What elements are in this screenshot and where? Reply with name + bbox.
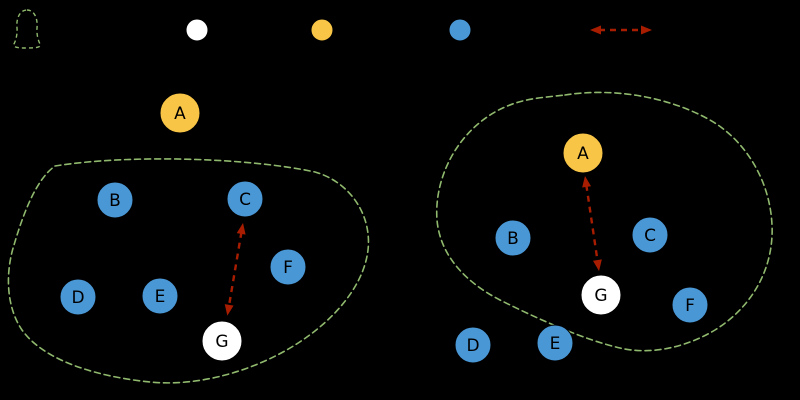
node-A: A — [159, 92, 201, 134]
arrowhead-icon — [592, 259, 602, 271]
node-F: F — [671, 286, 709, 324]
node-label: F — [685, 296, 695, 316]
node-label: E — [155, 287, 166, 307]
node-D: D — [59, 278, 97, 316]
node-label: B — [109, 191, 121, 211]
arrowhead-icon — [582, 176, 592, 188]
node-circle — [494, 219, 532, 257]
node-G: G — [201, 320, 243, 362]
node-label: F — [283, 258, 293, 278]
left-diagram: A B C D E F G — [7, 92, 370, 384]
arrow-line — [585, 184, 599, 263]
arrowhead-icon — [641, 25, 652, 35]
node-circle — [562, 132, 604, 174]
node-circle — [59, 278, 97, 316]
legend-cluster-blob-icon — [13, 9, 41, 49]
legend-distance-arrow-icon — [590, 25, 652, 35]
node-label: E — [550, 334, 561, 354]
node-label: A — [577, 144, 589, 164]
node-C: C — [631, 216, 669, 254]
node-label: G — [594, 286, 607, 306]
node-label: B — [507, 229, 519, 249]
node-A: A — [562, 132, 604, 174]
node-label: D — [71, 288, 84, 308]
right-distance-arrow — [582, 176, 602, 271]
left-cluster-outline — [7, 158, 370, 384]
node-circle — [631, 216, 669, 254]
node-circle — [201, 320, 243, 362]
node-label: C — [239, 190, 251, 210]
node-circle — [269, 248, 307, 286]
node-circle — [141, 277, 179, 315]
node-E: E — [141, 277, 179, 315]
node-circle — [580, 274, 622, 316]
node-label: D — [466, 336, 479, 356]
node-B: B — [494, 219, 532, 257]
node-C: C — [226, 180, 264, 218]
node-label: A — [174, 104, 186, 124]
node-circle — [536, 324, 574, 362]
node-label: C — [644, 226, 656, 246]
arrowhead-icon — [236, 223, 246, 235]
node-F: F — [269, 248, 307, 286]
node-B: B — [96, 181, 134, 219]
node-circle — [96, 181, 134, 219]
node-circle — [159, 92, 201, 134]
legend — [13, 9, 652, 49]
node-circle — [226, 180, 264, 218]
node-D: D — [454, 326, 492, 364]
node-circle — [671, 286, 709, 324]
legend-blue-point-icon — [448, 18, 472, 42]
arrowhead-icon — [224, 304, 234, 316]
node-G: G — [580, 274, 622, 316]
legend-white-point-icon — [185, 18, 209, 42]
left-distance-arrow — [224, 223, 246, 316]
node-E: E — [536, 324, 574, 362]
node-label: G — [215, 332, 228, 352]
right-diagram: A B C D E F G — [435, 91, 773, 364]
right-cluster-outline — [435, 91, 773, 352]
node-circle — [454, 326, 492, 364]
arrow-line — [227, 231, 243, 308]
legend-yellow-point-icon — [310, 18, 334, 42]
arrowhead-icon — [590, 25, 601, 35]
